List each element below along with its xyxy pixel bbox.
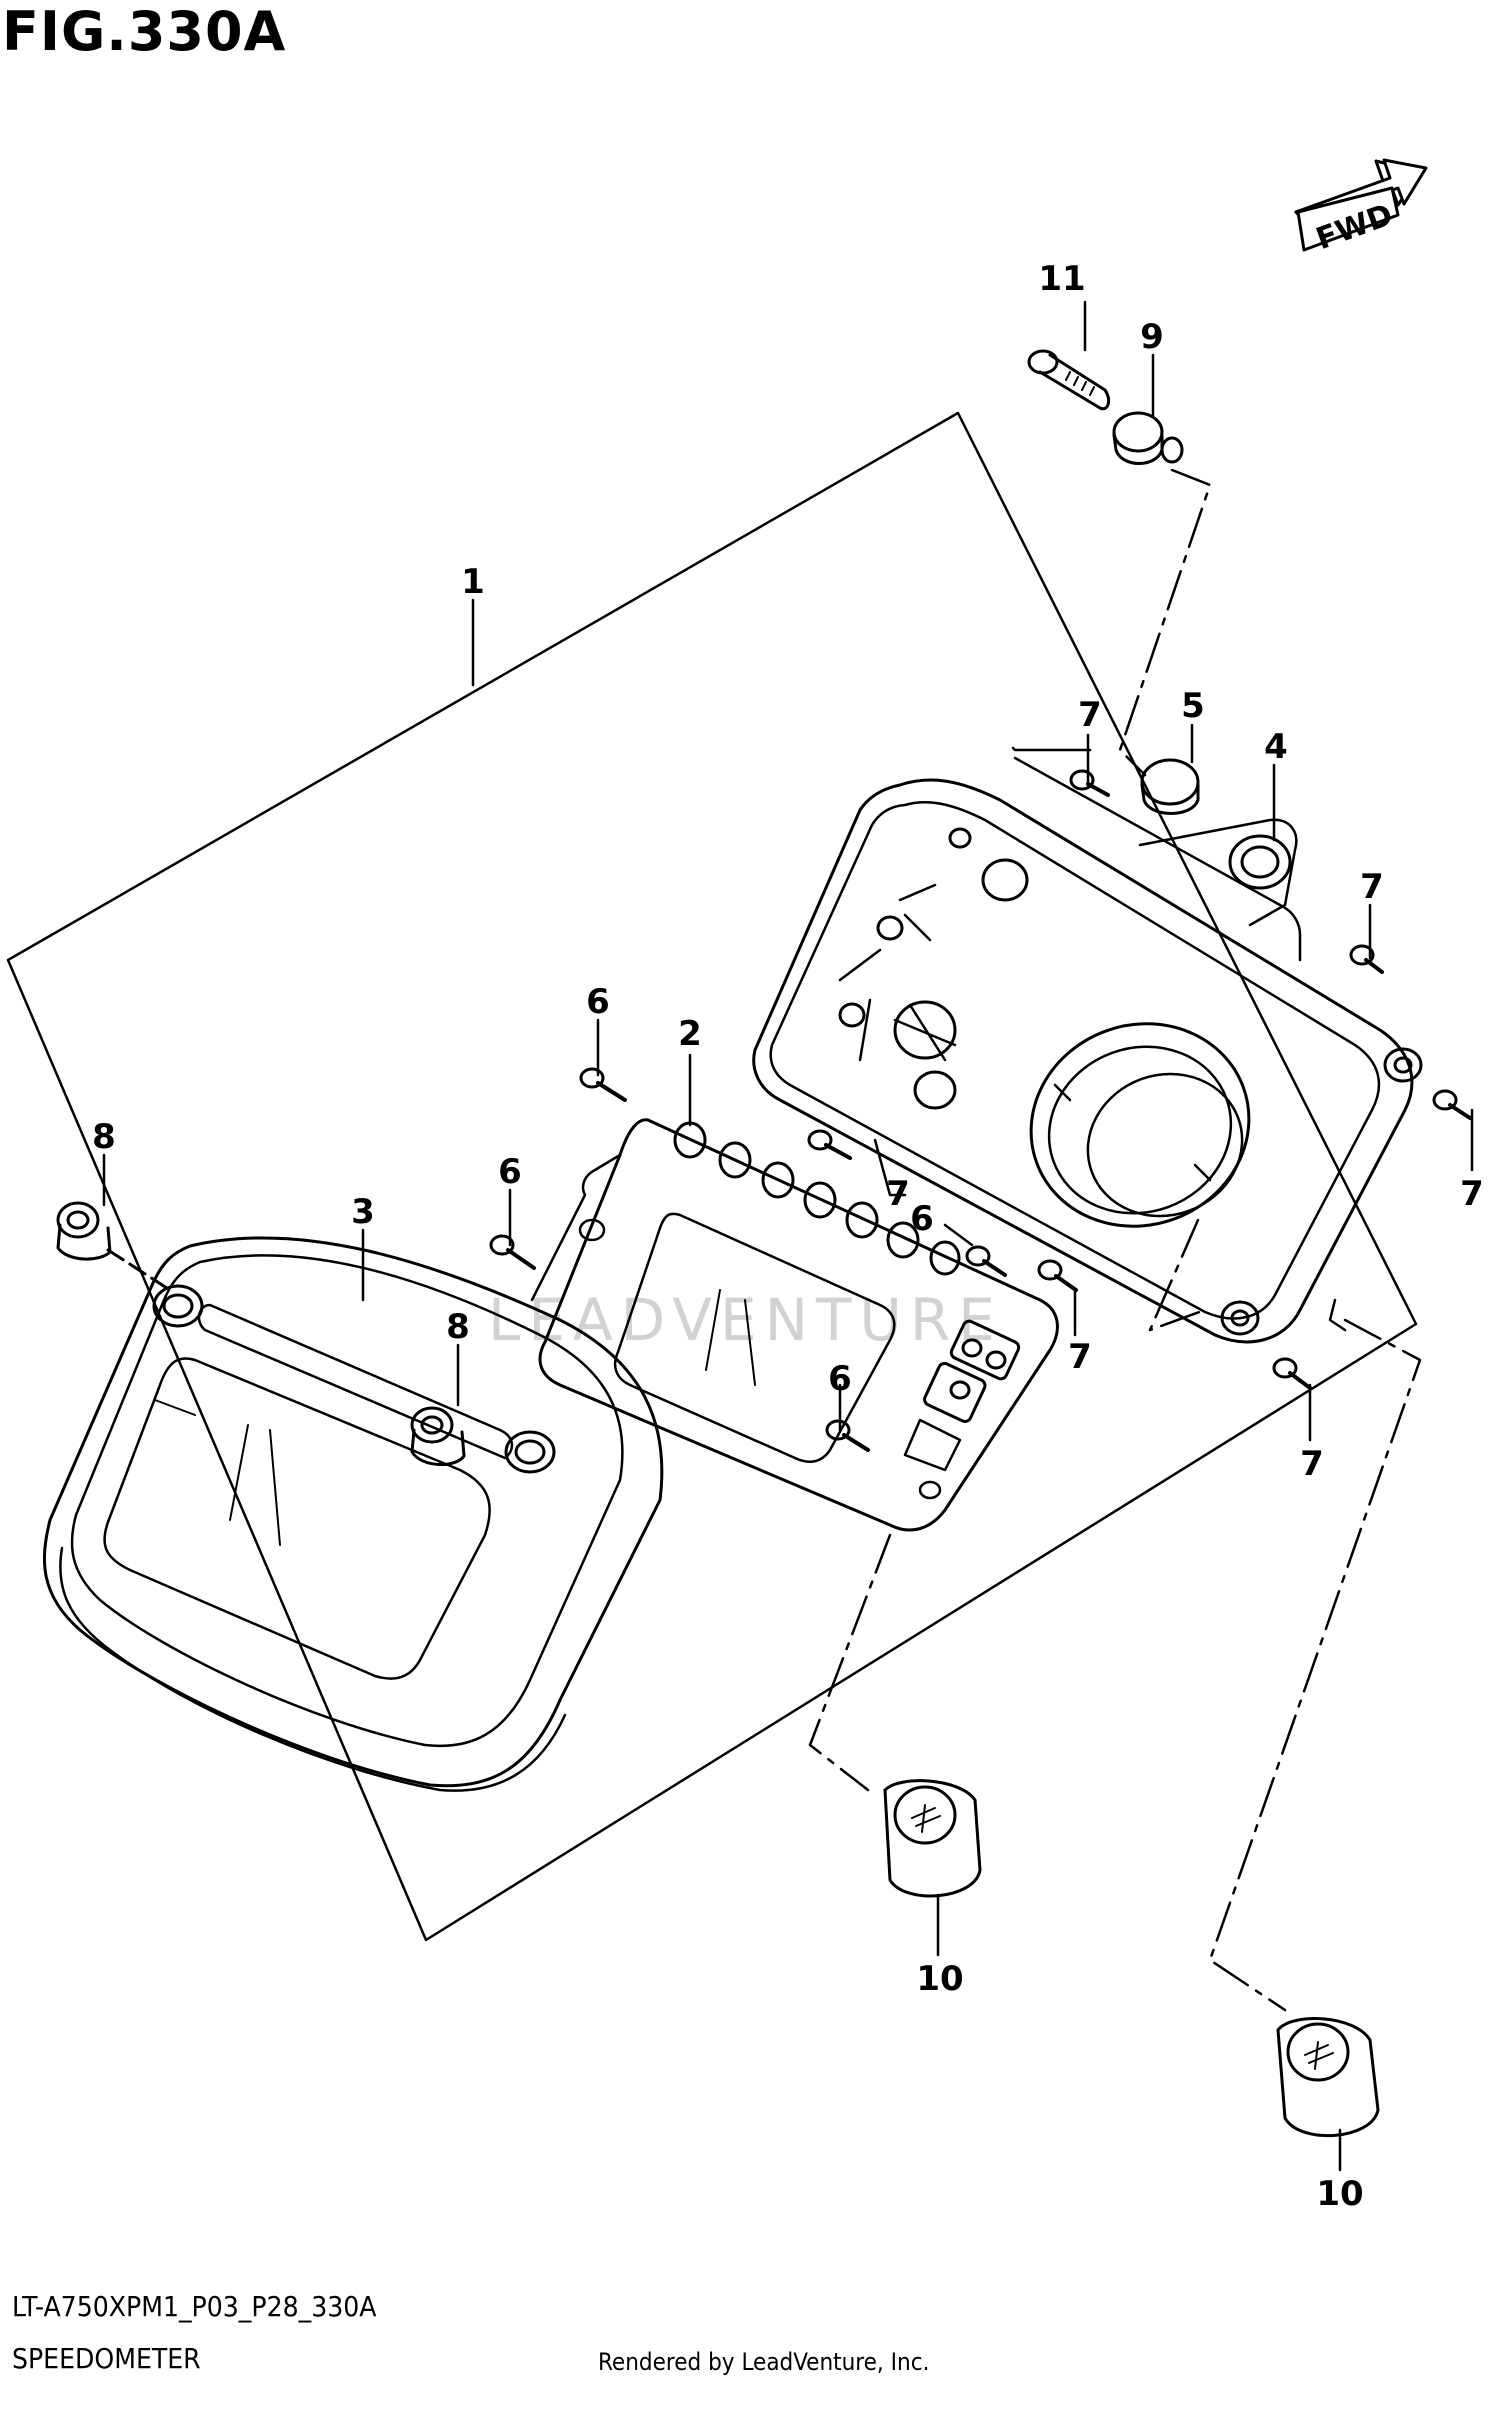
callout-1: 1 xyxy=(461,562,485,602)
part-3-lens-cover xyxy=(42,1236,664,1792)
callout-10-a: 10 xyxy=(916,1959,963,1999)
callout-6-a: 6 xyxy=(586,982,610,1022)
callout-8-a: 8 xyxy=(92,1117,116,1157)
callout-5: 5 xyxy=(1181,686,1205,726)
callout-6-b: 6 xyxy=(498,1152,522,1192)
figure-name: SPEEDOMETER xyxy=(12,2342,201,2375)
part-7-screw-c xyxy=(1432,1089,1472,1120)
callout-3: 3 xyxy=(351,1192,375,1232)
part-7-screw-d xyxy=(807,1129,852,1160)
figure-code: LT-A750XPM1_P03_P28_330A xyxy=(12,2290,377,2323)
callout-7-f: 7 xyxy=(1300,1444,1324,1484)
part-2-circuit-board xyxy=(530,1118,1059,1532)
callout-4: 4 xyxy=(1264,727,1288,767)
part-6-screw-c xyxy=(965,1245,1007,1277)
part-8-bolt-lower xyxy=(410,1406,466,1467)
leader-lines xyxy=(102,300,1474,2172)
part-7-screw-f xyxy=(1272,1357,1312,1390)
part-7-screw-e xyxy=(1037,1259,1078,1292)
callouts: 1 2 3 4 5 6 6 6 6 7 7 7 7 7 7 8 8 9 10 1… xyxy=(92,259,1484,2214)
fwd-arrow-icon: FWD xyxy=(1294,158,1428,257)
part-7-screw-a xyxy=(1069,769,1110,797)
part-7-screw-b xyxy=(1349,944,1384,974)
callout-11: 11 xyxy=(1038,259,1085,299)
figure-title: FIG.330A xyxy=(2,0,287,63)
callout-7-a: 7 xyxy=(1078,695,1102,735)
callout-2: 2 xyxy=(678,1014,702,1054)
callout-6-c: 6 xyxy=(910,1199,934,1239)
callout-7-d: 7 xyxy=(886,1174,910,1214)
callout-9: 9 xyxy=(1140,317,1164,357)
part-6-screw-a xyxy=(579,1067,627,1102)
part-6-screw-b xyxy=(489,1234,536,1270)
part-6-screw-d xyxy=(825,1419,870,1452)
callout-7-b: 7 xyxy=(1360,867,1384,907)
render-credit: Rendered by LeadVenture, Inc. xyxy=(598,2348,930,2376)
alignment-lines xyxy=(808,468,1422,2012)
part-9-collar xyxy=(1112,411,1184,465)
part-8-bolt-upper xyxy=(56,1201,172,1292)
assembly-boundary xyxy=(6,411,1418,1942)
part-10-socket-left xyxy=(883,1779,982,1898)
part-11-bolt xyxy=(1027,349,1111,411)
watermark: LEADVENTURE xyxy=(488,1286,1003,1354)
callout-7-c: 7 xyxy=(1460,1174,1484,1214)
part-5-grommet xyxy=(1140,758,1200,815)
part-4-rear-housing xyxy=(752,756,1423,1344)
part-10-socket-right xyxy=(1276,2017,1380,2138)
callout-8-b: 8 xyxy=(446,1307,470,1347)
callout-6-d: 6 xyxy=(828,1359,852,1399)
callout-10-b: 10 xyxy=(1316,2174,1363,2214)
callout-7-e: 7 xyxy=(1068,1337,1092,1377)
